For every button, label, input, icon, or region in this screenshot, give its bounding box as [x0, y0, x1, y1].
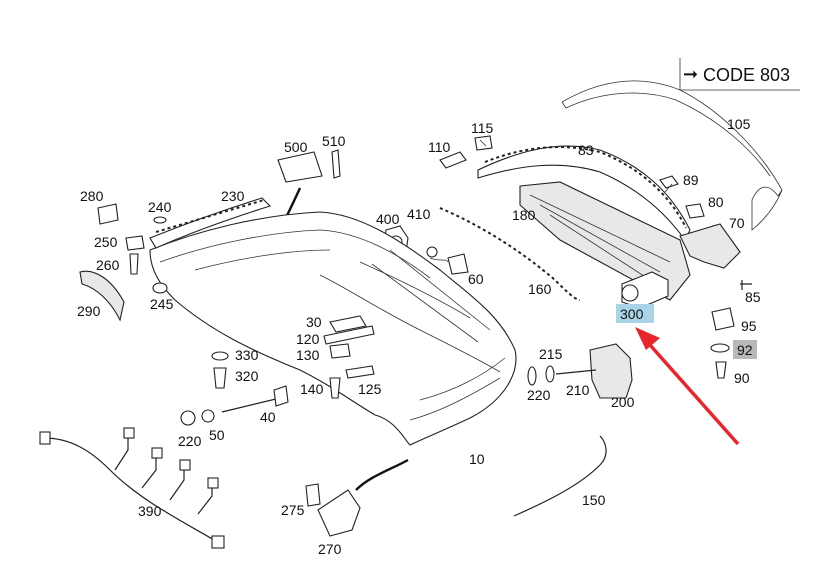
bumper-10 — [149, 211, 517, 446]
label-90: 90 — [734, 370, 750, 386]
label-110: 110 — [428, 139, 451, 155]
label-10: 10 — [469, 451, 485, 467]
label-80: 80 — [708, 194, 724, 210]
spoiler-105 — [561, 80, 783, 231]
label-210: 210 — [566, 382, 590, 398]
label-120: 120 — [296, 331, 320, 347]
ring-410 — [426, 246, 438, 258]
label-240: 240 — [148, 199, 172, 215]
nut-220-left — [180, 410, 196, 426]
label-140: 140 — [300, 381, 324, 397]
label-280: 280 — [80, 188, 104, 204]
label-330: 330 — [235, 347, 259, 363]
nut-220-right — [527, 366, 537, 386]
label-275: 275 — [281, 502, 305, 518]
label-60: 60 — [468, 271, 484, 287]
washer-245 — [152, 282, 168, 294]
clip-110 — [439, 151, 467, 169]
label-125: 125 — [358, 381, 382, 397]
washer-50 — [201, 409, 215, 423]
bolt-140 — [329, 377, 341, 399]
label-220-left: 220 — [178, 433, 202, 449]
label-92: 92 — [737, 342, 753, 358]
label-270: 270 — [318, 541, 342, 557]
clip-80 — [685, 203, 705, 219]
bracket-130 — [329, 343, 351, 359]
code-label: CODE 803 — [703, 65, 790, 85]
label-83: 83 — [578, 142, 594, 158]
label-200: 200 — [611, 394, 635, 410]
part-500 — [277, 151, 323, 183]
label-290: 290 — [77, 303, 101, 319]
bolt-210 — [555, 369, 597, 375]
label-180: 180 — [512, 207, 536, 223]
label-245: 245 — [150, 296, 174, 312]
label-89: 89 — [683, 172, 699, 188]
label-30: 30 — [306, 314, 322, 330]
label-50: 50 — [209, 427, 225, 443]
arrow-270 — [355, 458, 409, 491]
harness-390 — [43, 437, 215, 541]
bracket-120 — [323, 325, 375, 345]
label-85: 85 — [745, 289, 761, 305]
washer-92 — [710, 343, 730, 353]
clip-275 — [305, 483, 321, 507]
label-40: 40 — [260, 409, 276, 425]
label-510: 510 — [322, 133, 346, 149]
bolt-40 — [221, 397, 281, 413]
bracket-60 — [447, 253, 469, 275]
label-300-highlight — [616, 304, 654, 323]
label-150: 150 — [582, 492, 606, 508]
label-215: 215 — [539, 346, 563, 362]
label-410: 410 — [407, 206, 431, 222]
label-400: 400 — [376, 211, 400, 227]
code-803-box: ➞ CODE 803 — [679, 58, 800, 91]
washer-330 — [211, 351, 229, 361]
part-510 — [331, 149, 341, 179]
label-220-right: 220 — [527, 387, 551, 403]
code-arrow: ➞ — [683, 64, 698, 84]
label-92-highlight — [733, 340, 757, 359]
nut-250 — [125, 235, 145, 251]
label-230: 230 — [221, 188, 245, 204]
label-160: 160 — [528, 281, 552, 297]
clip-280 — [97, 203, 119, 225]
pin-85 — [740, 280, 752, 290]
bracket-200 — [589, 343, 633, 399]
label-250: 250 — [94, 234, 118, 250]
label-115: 115 — [471, 120, 494, 136]
sensor-300 — [621, 271, 669, 309]
label-300: 300 — [620, 306, 644, 322]
trim-150 — [513, 435, 607, 517]
label-390: 390 — [138, 503, 162, 519]
red-callout-arrow — [635, 327, 740, 446]
label-500: 500 — [284, 139, 308, 155]
label-260: 260 — [96, 257, 120, 273]
part-270 — [317, 489, 361, 537]
screw-90 — [715, 361, 727, 379]
label-70: 70 — [729, 215, 745, 231]
label-105: 105 — [727, 116, 751, 132]
bracket-125 — [345, 365, 375, 379]
nut-89 — [659, 175, 679, 189]
washer-215 — [545, 365, 555, 383]
label-320: 320 — [235, 368, 259, 384]
bracket-30 — [329, 315, 367, 333]
bolt-260 — [129, 253, 139, 275]
clip-95 — [711, 307, 735, 331]
cover-290 — [79, 270, 125, 322]
label-95: 95 — [741, 318, 757, 334]
washer-240 — [153, 216, 167, 224]
bolt-320 — [213, 367, 227, 389]
label-130: 130 — [296, 347, 320, 363]
